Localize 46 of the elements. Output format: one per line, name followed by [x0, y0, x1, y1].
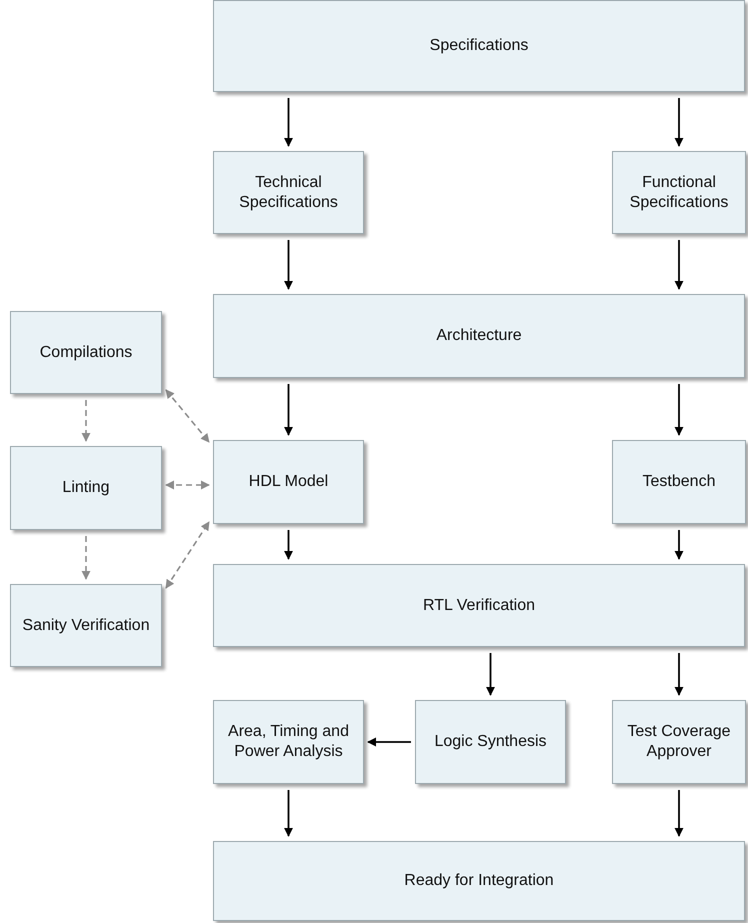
process-box	[213, 440, 364, 524]
box-label: Logic Synthesis	[434, 732, 547, 752]
arrow	[284, 384, 293, 436]
process-box	[213, 294, 745, 378]
arrow	[674, 98, 684, 147]
arrow	[284, 240, 293, 290]
process-box	[612, 151, 746, 234]
arrow	[674, 530, 684, 560]
arrow	[284, 98, 293, 147]
box-label: Area, Timing and Power Analysis	[227, 722, 350, 762]
process-box	[10, 584, 162, 667]
arrow	[284, 530, 293, 560]
box-label: Test Coverage Approver	[626, 722, 732, 762]
process-box	[10, 311, 162, 394]
arrow	[486, 653, 495, 696]
process-box	[213, 700, 364, 784]
process-box	[415, 700, 566, 784]
box-label: Linting	[62, 478, 110, 498]
arrow	[284, 790, 293, 837]
arrow	[367, 738, 411, 746]
box-label: Technical Specifications	[238, 172, 339, 212]
arrow	[674, 384, 684, 436]
box-label: Architecture	[436, 326, 522, 346]
arrow	[82, 536, 90, 580]
arrow	[165, 521, 210, 589]
arrow	[674, 240, 684, 290]
process-box	[612, 440, 746, 524]
box-label: Functional Specifications	[628, 172, 730, 212]
box-label: HDL Model	[248, 472, 328, 492]
arrow	[165, 389, 210, 443]
arrow	[674, 790, 684, 837]
process-box	[213, 564, 745, 647]
process-box	[213, 151, 364, 234]
process-box	[10, 446, 162, 530]
process-box	[612, 700, 746, 784]
arrow	[165, 480, 210, 490]
box-label: RTL Verification	[422, 596, 536, 616]
process-box	[213, 0, 745, 92]
box-label: Sanity Verification	[22, 616, 150, 636]
box-label: Specifications	[430, 36, 528, 56]
arrow	[82, 400, 90, 442]
process-box	[213, 841, 745, 921]
box-label: Ready for Integration	[404, 871, 554, 891]
box-label: Testbench	[642, 472, 716, 492]
box-label: Compilations	[40, 342, 132, 362]
arrow	[674, 653, 684, 696]
